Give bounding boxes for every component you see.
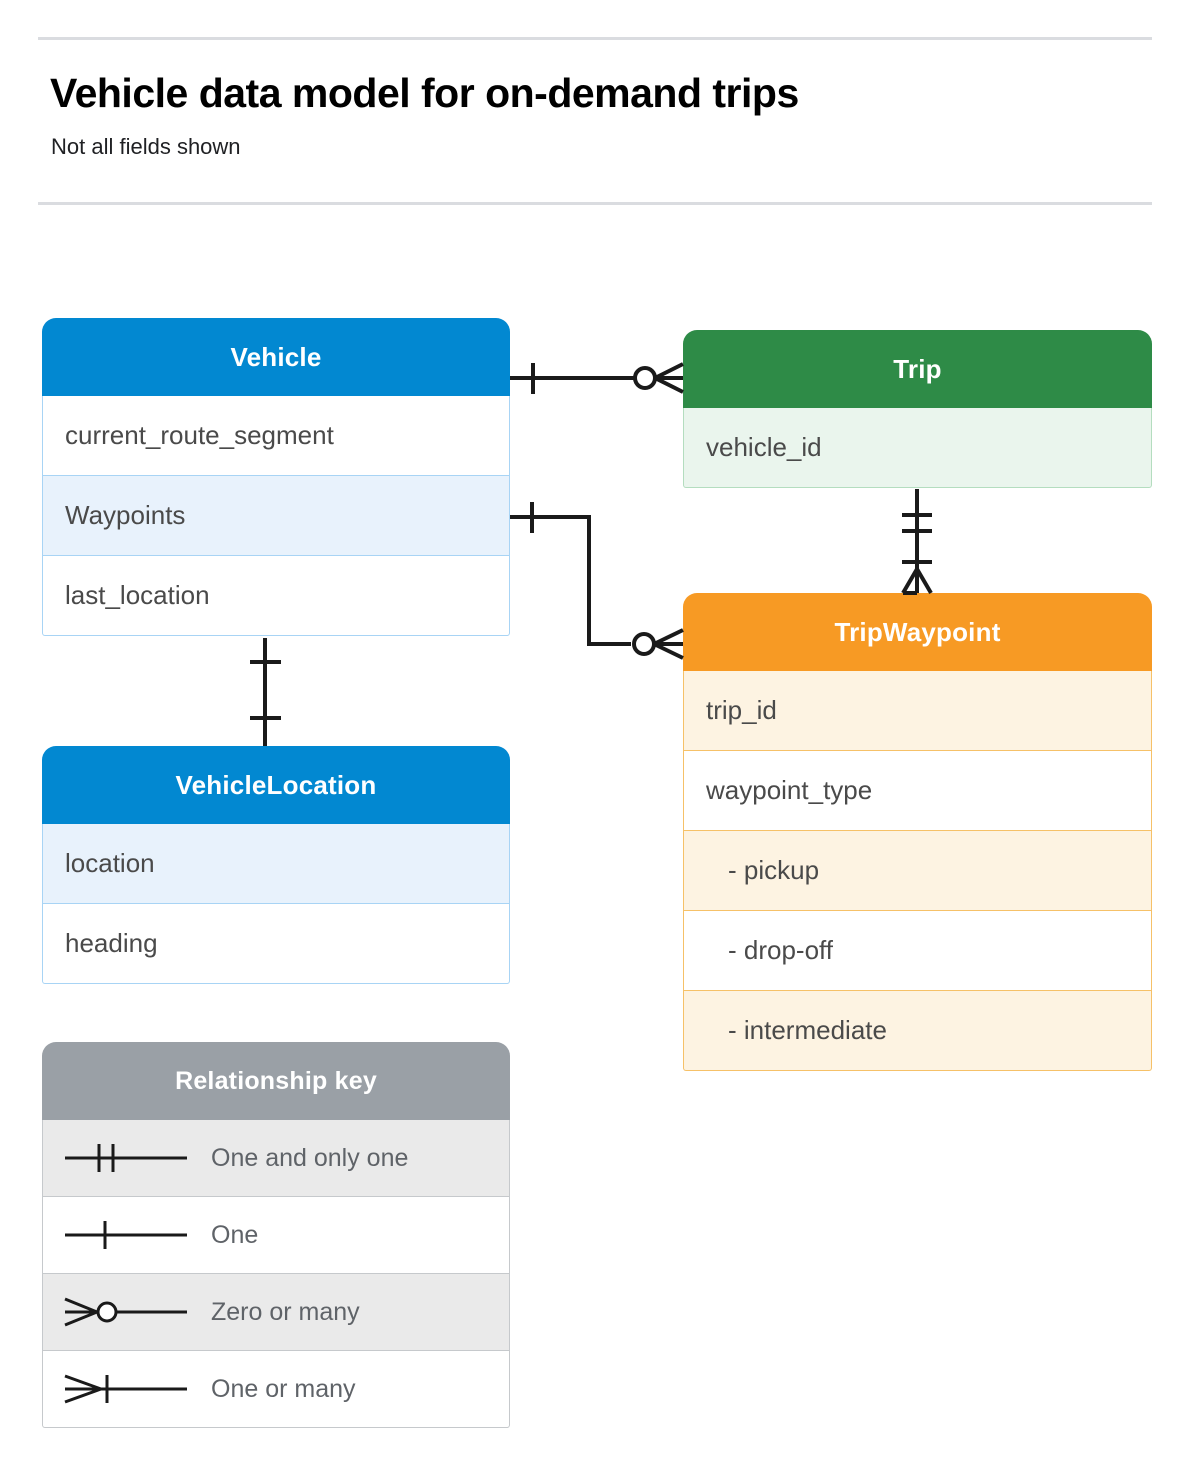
field-row[interactable]: - drop-off bbox=[683, 911, 1152, 991]
field-row[interactable]: location bbox=[42, 824, 510, 904]
entity-vehicle-title: Vehicle bbox=[42, 318, 510, 396]
entity-vehiclelocation[interactable]: VehicleLocation location heading bbox=[42, 746, 510, 984]
field-row[interactable]: Waypoints bbox=[42, 476, 510, 556]
legend-label: One and only one bbox=[211, 1143, 409, 1172]
field-row[interactable]: trip_id bbox=[683, 671, 1152, 751]
connector-trip-tripwaypoint bbox=[901, 489, 933, 595]
legend-row: One or many bbox=[42, 1351, 510, 1428]
field-row[interactable]: heading bbox=[42, 904, 510, 984]
top-divider bbox=[38, 37, 1152, 40]
field-row[interactable]: last_location bbox=[42, 556, 510, 636]
field-row[interactable]: - pickup bbox=[683, 831, 1152, 911]
entity-trip[interactable]: Trip vehicle_id bbox=[683, 330, 1152, 488]
entity-vehiclelocation-title: VehicleLocation bbox=[42, 746, 510, 824]
connector-vehicle-vehiclelocation bbox=[250, 638, 281, 746]
legend-label: Zero or many bbox=[211, 1297, 360, 1326]
entity-vehiclelocation-fields: location heading bbox=[42, 824, 510, 984]
entity-vehicle[interactable]: Vehicle current_route_segment Waypoints … bbox=[42, 318, 510, 636]
entity-tripwaypoint[interactable]: TripWaypoint trip_id waypoint_type - pic… bbox=[683, 593, 1152, 1071]
legend-row: One and only one bbox=[42, 1120, 510, 1197]
field-row[interactable]: vehicle_id bbox=[683, 408, 1152, 488]
legend-label: One bbox=[211, 1220, 259, 1249]
legend-row: One bbox=[42, 1197, 510, 1274]
field-row[interactable]: current_route_segment bbox=[42, 396, 510, 476]
legend-label: One or many bbox=[211, 1374, 356, 1403]
header-divider bbox=[38, 202, 1152, 205]
entity-vehicle-fields: current_route_segment Waypoints last_loc… bbox=[42, 396, 510, 636]
page-title: Vehicle data model for on-demand trips bbox=[50, 70, 799, 116]
entity-tripwaypoint-title: TripWaypoint bbox=[683, 593, 1152, 671]
entity-trip-fields: vehicle_id bbox=[683, 408, 1152, 488]
connector-vehicle-trip bbox=[510, 362, 684, 394]
legend-row: Zero or many bbox=[42, 1274, 510, 1351]
field-row[interactable]: waypoint_type bbox=[683, 751, 1152, 831]
one-or-many-icon bbox=[43, 1369, 211, 1409]
one-and-only-one-icon bbox=[43, 1138, 211, 1178]
legend-title: Relationship key bbox=[42, 1042, 510, 1120]
entity-tripwaypoint-fields: trip_id waypoint_type - pickup - drop-of… bbox=[683, 671, 1152, 1071]
entity-trip-title: Trip bbox=[683, 330, 1152, 408]
relationship-key-legend: Relationship key One and only one One bbox=[42, 1042, 510, 1428]
one-icon bbox=[43, 1215, 211, 1255]
zero-or-many-icon bbox=[43, 1292, 211, 1332]
field-row[interactable]: - intermediate bbox=[683, 991, 1152, 1071]
connector-waypoints-tripwaypoint bbox=[510, 502, 684, 660]
legend-rows: One and only one One Zero bbox=[42, 1120, 510, 1428]
page-subtitle: Not all fields shown bbox=[51, 134, 241, 159]
